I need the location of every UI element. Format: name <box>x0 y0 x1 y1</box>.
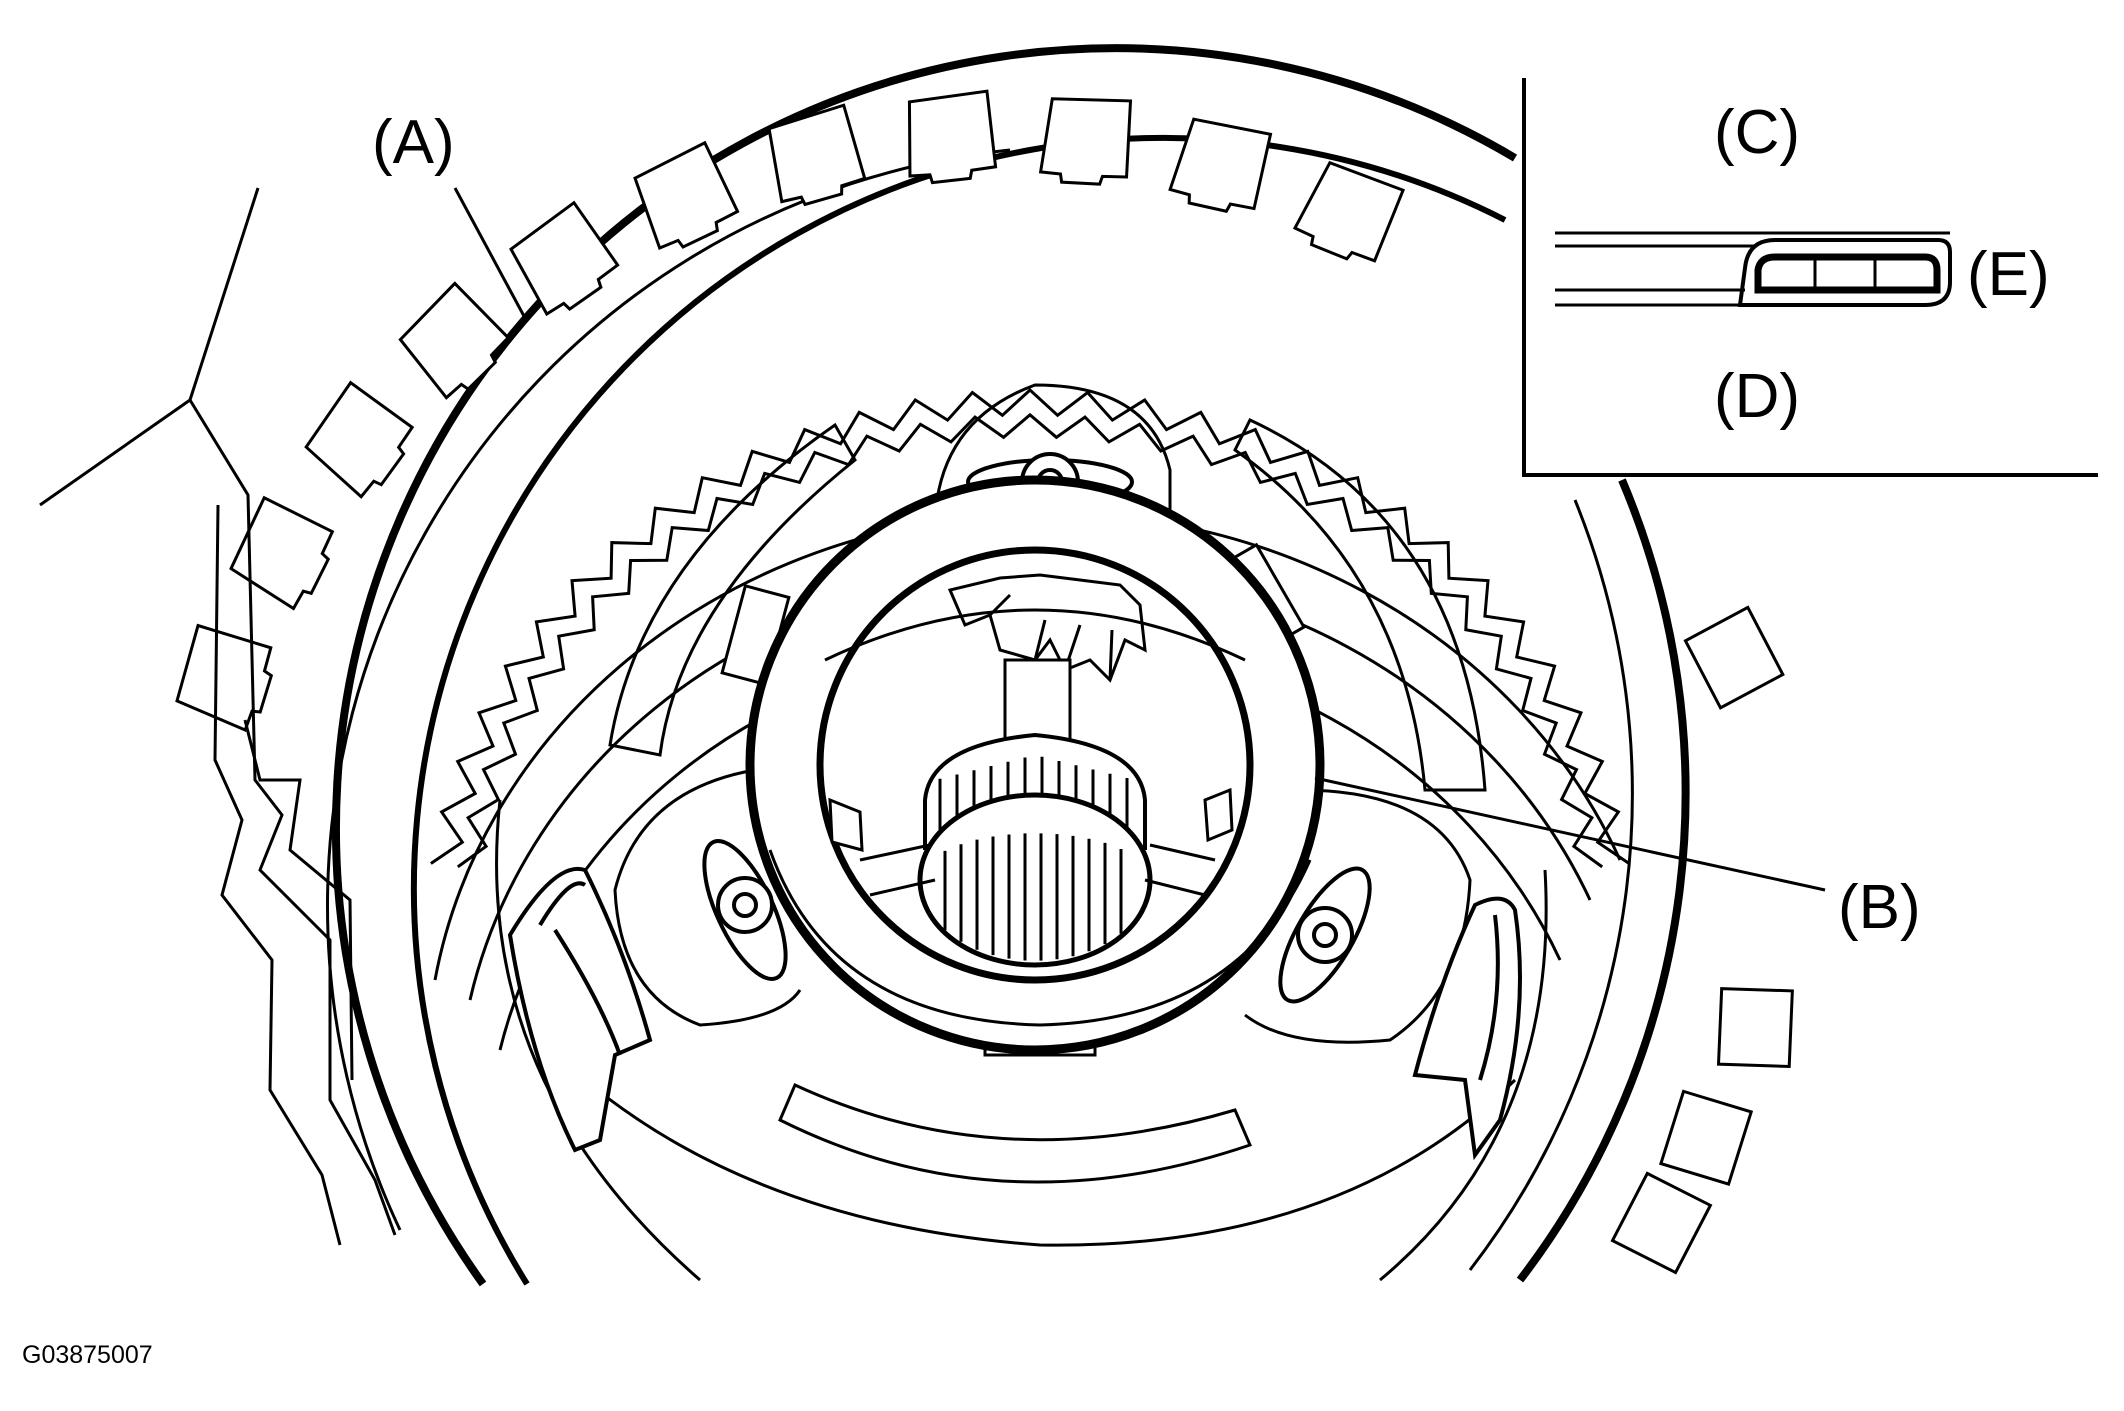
label-a: (A) <box>372 108 455 177</box>
splined-hub-bore <box>917 792 1153 968</box>
ring-gear-teeth <box>430 387 1630 869</box>
wall-line-3 <box>213 504 342 1246</box>
inset-detail <box>1522 78 2122 478</box>
clutch-tab <box>398 281 511 400</box>
label-c: (C) <box>1714 98 1800 167</box>
wall-line-2 <box>188 399 397 1236</box>
carrier-lower-edge <box>584 1078 1517 1247</box>
bore-splines <box>943 833 1123 961</box>
carrier-bottom-left-arc <box>495 799 701 1282</box>
hub-stub-right <box>1203 787 1234 843</box>
leader-a <box>453 187 527 319</box>
wall-line-4 <box>243 719 354 1081</box>
planet-lobe-left <box>613 768 802 1027</box>
clutch-tab <box>1716 987 1794 1069</box>
clutch-tab <box>1038 97 1133 186</box>
inset-frame <box>1522 78 2098 477</box>
clutch-tab <box>509 200 620 317</box>
pin-right <box>1278 866 1372 1004</box>
label-d: (D) <box>1714 362 1800 431</box>
clutch-tab <box>907 89 998 185</box>
hub-stub-left <box>828 797 864 852</box>
carrier-slot-upper-right <box>1233 418 1487 792</box>
left-housing-wall <box>39 187 397 1246</box>
clutch-tab <box>229 495 335 611</box>
plate-left-inner-ring <box>326 148 1011 1231</box>
clutch-tab <box>1683 605 1785 710</box>
snap-ring-inner <box>1754 253 1941 294</box>
carrier-bottom-right-arc <box>1379 869 1548 1282</box>
clutch-tab <box>304 380 415 499</box>
callout-labels: (A) (B) (C) (D) (E) G03875007 <box>22 98 2050 1369</box>
planet-lobe-top <box>933 383 1172 521</box>
clutch-tab <box>1292 160 1406 263</box>
hub-inner-arc <box>824 608 1246 662</box>
leader-lines <box>453 187 1826 892</box>
lug-right <box>1412 896 1522 1161</box>
clutch-tab <box>175 623 274 732</box>
label-b: (B) <box>1838 873 1921 942</box>
clutch-tab <box>1168 117 1273 213</box>
thrust-washer-shadow <box>768 849 1312 1027</box>
drum-right-rim-inner <box>1468 499 1634 1271</box>
sun-gear-teeth-detail <box>988 593 1114 681</box>
clutch-tab <box>1610 1171 1713 1275</box>
carrier-lugs <box>507 866 1522 1161</box>
drum-right-rim <box>1516 478 1690 1283</box>
carrier-slot-upper-left <box>608 422 857 757</box>
hub-spoke-left <box>859 843 936 897</box>
hub-spoke-right <box>1144 843 1216 897</box>
clutch-tab <box>767 103 867 207</box>
figure-id: G03875007 <box>22 1341 153 1369</box>
sun-gear-hub <box>720 475 1325 1057</box>
snap-ring-outline <box>1737 238 1952 307</box>
clutch-plate-tabs <box>175 89 1794 1275</box>
snap-ring-section <box>1555 231 1952 307</box>
lug-left <box>507 866 653 1153</box>
carrier-slot-bottom <box>778 1082 1253 1184</box>
leader-b <box>1314 776 1826 892</box>
hub-stem <box>1003 658 1072 742</box>
clutch-tab <box>1659 1089 1754 1186</box>
clutch-tab <box>633 140 740 251</box>
inset-mask <box>1522 78 2122 478</box>
label-e: (E) <box>1967 240 2050 309</box>
pin-left <box>702 839 788 981</box>
